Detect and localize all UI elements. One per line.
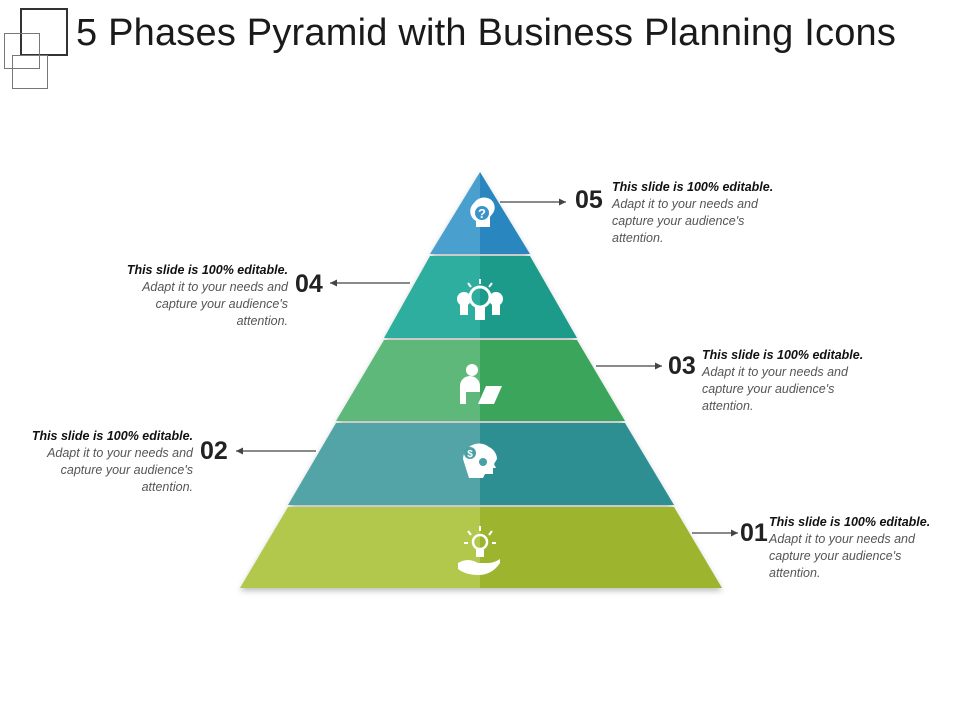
pyramid-level-05 — [430, 172, 530, 254]
pyramid-level-04 — [384, 256, 577, 338]
description-heading: This slide is 100% editable. — [31, 429, 193, 443]
description-heading: This slide is 100% editable. — [702, 348, 864, 362]
decorative-square-small — [12, 55, 48, 89]
hand-lightbulb-icon — [458, 526, 500, 575]
description-body: Adapt it to your needs and capture your … — [702, 365, 848, 413]
pyramid-level-03 — [336, 340, 625, 421]
description-heading: This slide is 100% editable. — [769, 515, 931, 529]
level-number-01: 01 — [740, 519, 768, 547]
level-description-01: This slide is 100% editable. Adapt it to… — [769, 514, 954, 582]
arrow-03 — [596, 362, 662, 370]
level-description-02: This slide is 100% editable. Adapt it to… — [8, 428, 193, 496]
question-head-icon: ? — [470, 197, 495, 227]
description-body: Adapt it to your needs and capture your … — [769, 532, 915, 580]
arrow-05 — [500, 198, 566, 206]
page-title: 5 Phases Pyramid with Business Planning … — [76, 12, 897, 54]
arrow-02 — [236, 447, 316, 455]
pyramid-level-02 — [288, 423, 674, 505]
level-number-04: 04 — [295, 270, 323, 298]
head-gears-icon: $ — [463, 443, 497, 478]
businessman-laptop-icon — [460, 364, 502, 404]
description-body: Adapt it to your needs and capture your … — [47, 446, 193, 494]
level-number-02: 02 — [200, 437, 228, 465]
pyramid-level-01 — [240, 507, 722, 588]
level-number-03: 03 — [668, 352, 696, 380]
lightbulbs-icon — [457, 279, 503, 320]
svg-text:?: ? — [478, 206, 486, 221]
description-body: Adapt it to your needs and capture your … — [142, 280, 288, 328]
level-description-05: This slide is 100% editable. Adapt it to… — [612, 179, 797, 247]
decorative-square-small — [4, 33, 40, 69]
level-number-05: 05 — [575, 186, 603, 214]
level-description-04: This slide is 100% editable. Adapt it to… — [103, 262, 288, 330]
arrow-01 — [692, 529, 738, 537]
connector-arrows — [236, 198, 738, 537]
description-heading: This slide is 100% editable. — [126, 263, 288, 277]
arrow-04 — [330, 279, 410, 287]
svg-text:$: $ — [467, 449, 473, 460]
level-description-03: This slide is 100% editable. Adapt it to… — [702, 347, 887, 415]
description-heading: This slide is 100% editable. — [612, 180, 774, 194]
description-body: Adapt it to your needs and capture your … — [612, 197, 758, 245]
